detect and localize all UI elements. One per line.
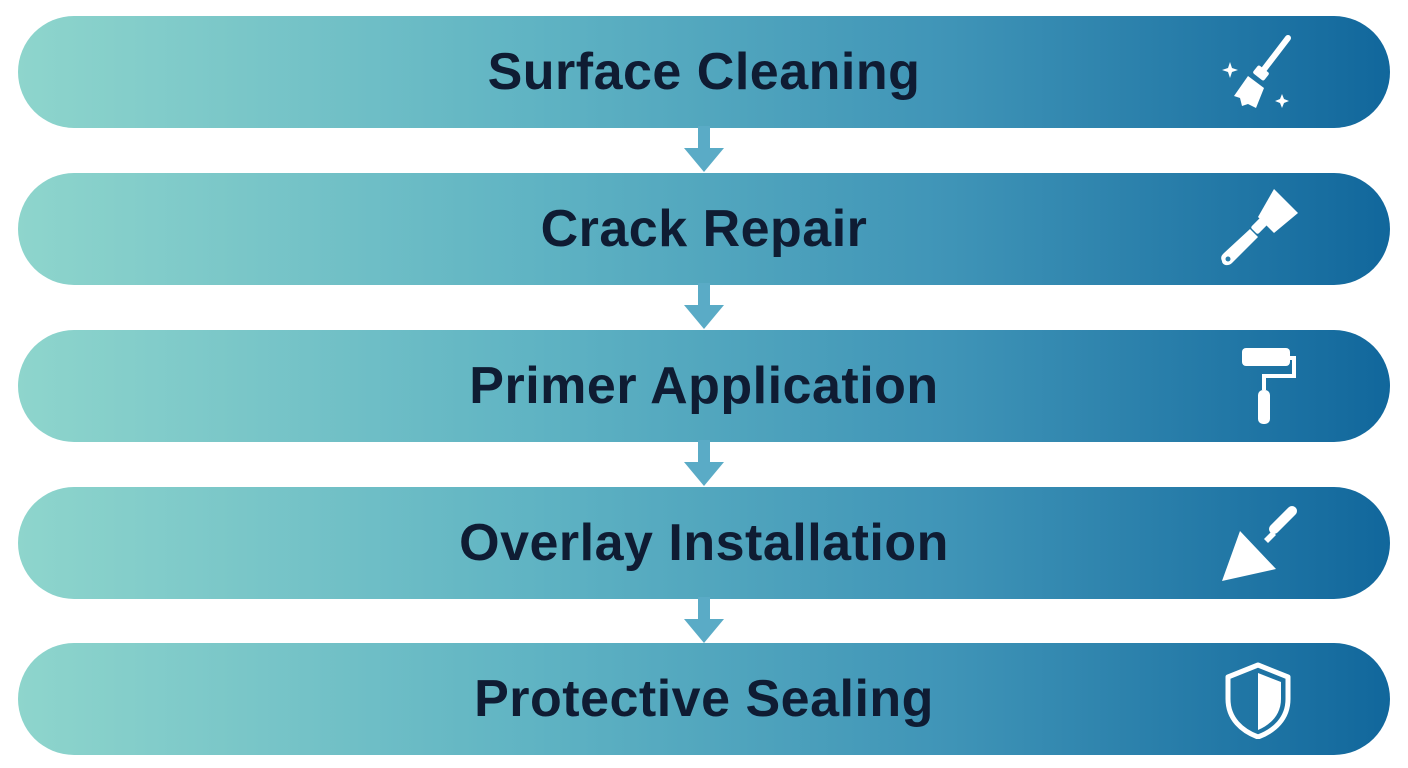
step-label: Primer Application bbox=[469, 357, 939, 415]
step-label: Surface Cleaning bbox=[487, 43, 921, 101]
flow-arrow bbox=[680, 126, 728, 176]
step-label: Protective Sealing bbox=[474, 670, 934, 728]
step-surface-cleaning: Surface Cleaning bbox=[18, 16, 1390, 128]
step-overlay-installation: Overlay Installation bbox=[18, 487, 1390, 599]
trowel-icon bbox=[1218, 503, 1298, 583]
step-label: Crack Repair bbox=[540, 200, 868, 258]
step-label: Overlay Installation bbox=[459, 514, 949, 572]
broom-icon bbox=[1218, 32, 1298, 112]
putty-knife-icon bbox=[1218, 189, 1298, 269]
step-protective-sealing: Protective Sealing bbox=[18, 643, 1390, 755]
step-crack-repair: Crack Repair bbox=[18, 173, 1390, 285]
flow-arrow bbox=[680, 597, 728, 647]
shield-icon bbox=[1218, 659, 1298, 739]
flow-arrow bbox=[680, 283, 728, 333]
step-primer-application: Primer Application bbox=[18, 330, 1390, 442]
paint-roller-icon bbox=[1218, 346, 1298, 426]
flow-arrow bbox=[680, 440, 728, 490]
